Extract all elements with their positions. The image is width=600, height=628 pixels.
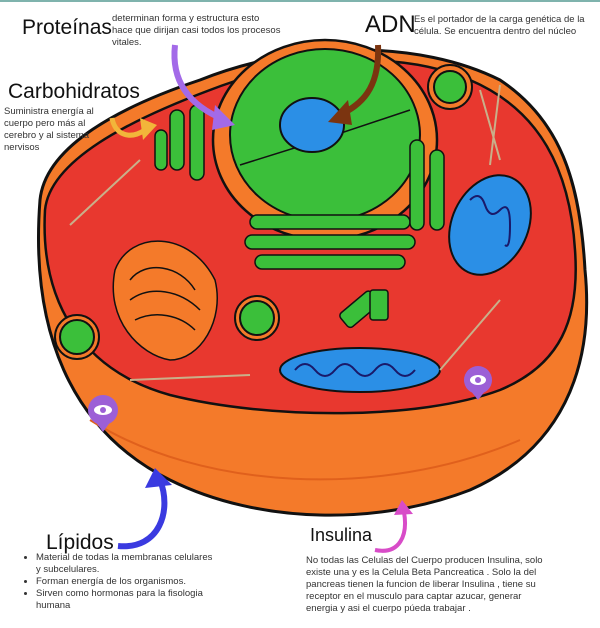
adn-arrowhead	[328, 100, 352, 125]
vesicles	[54, 64, 473, 360]
lipidos-item: Forman energía de los organismos.	[36, 576, 216, 588]
endoplasmic-reticulum	[154, 104, 445, 270]
nucleolus	[279, 97, 345, 153]
eye-pin-icon[interactable]	[88, 395, 118, 432]
insulina-arrowhead	[394, 500, 413, 515]
lipidos-item: Sirven como hormonas para la fisologia h…	[36, 588, 216, 612]
cytoskeleton	[69, 84, 501, 381]
insulina-arrow	[374, 511, 407, 553]
adn-description: Es el portador de la carga genética de l…	[414, 14, 585, 37]
lipidos-arrowhead	[145, 468, 172, 488]
lipidos-title: Lípidos	[46, 531, 114, 554]
lipidos-arrow	[117, 478, 168, 550]
carbohidratos-title: Carbohidratos	[8, 80, 140, 103]
carbohidratos-description: Suministra energía al cuerpo pero más al…	[4, 106, 94, 153]
adn-title: ADN	[365, 11, 416, 38]
carbohidratos-arrow	[109, 117, 147, 138]
insulina-title: Insulina	[310, 525, 373, 545]
proteinas-arrowhead	[212, 105, 235, 130]
centriole	[339, 289, 389, 329]
proteinas-description: determinan forma y estructura esto hace …	[112, 13, 281, 48]
lipidos-list: Material de todas la membranas celulares…	[18, 552, 216, 612]
carbohidratos-arrowhead	[140, 118, 157, 140]
proteinas-title: Proteínas	[22, 16, 112, 39]
eye-pin-icon[interactable]	[464, 366, 492, 400]
golgi-apparatus	[112, 240, 218, 361]
lipidos-item: Material de todas la membranas celulares…	[36, 552, 216, 576]
mitochondria	[279, 174, 532, 393]
membrane-shading	[89, 419, 521, 481]
insulina-description: No todas las Celulas del Cuerpo producen…	[306, 555, 543, 614]
top-border	[0, 0, 600, 2]
